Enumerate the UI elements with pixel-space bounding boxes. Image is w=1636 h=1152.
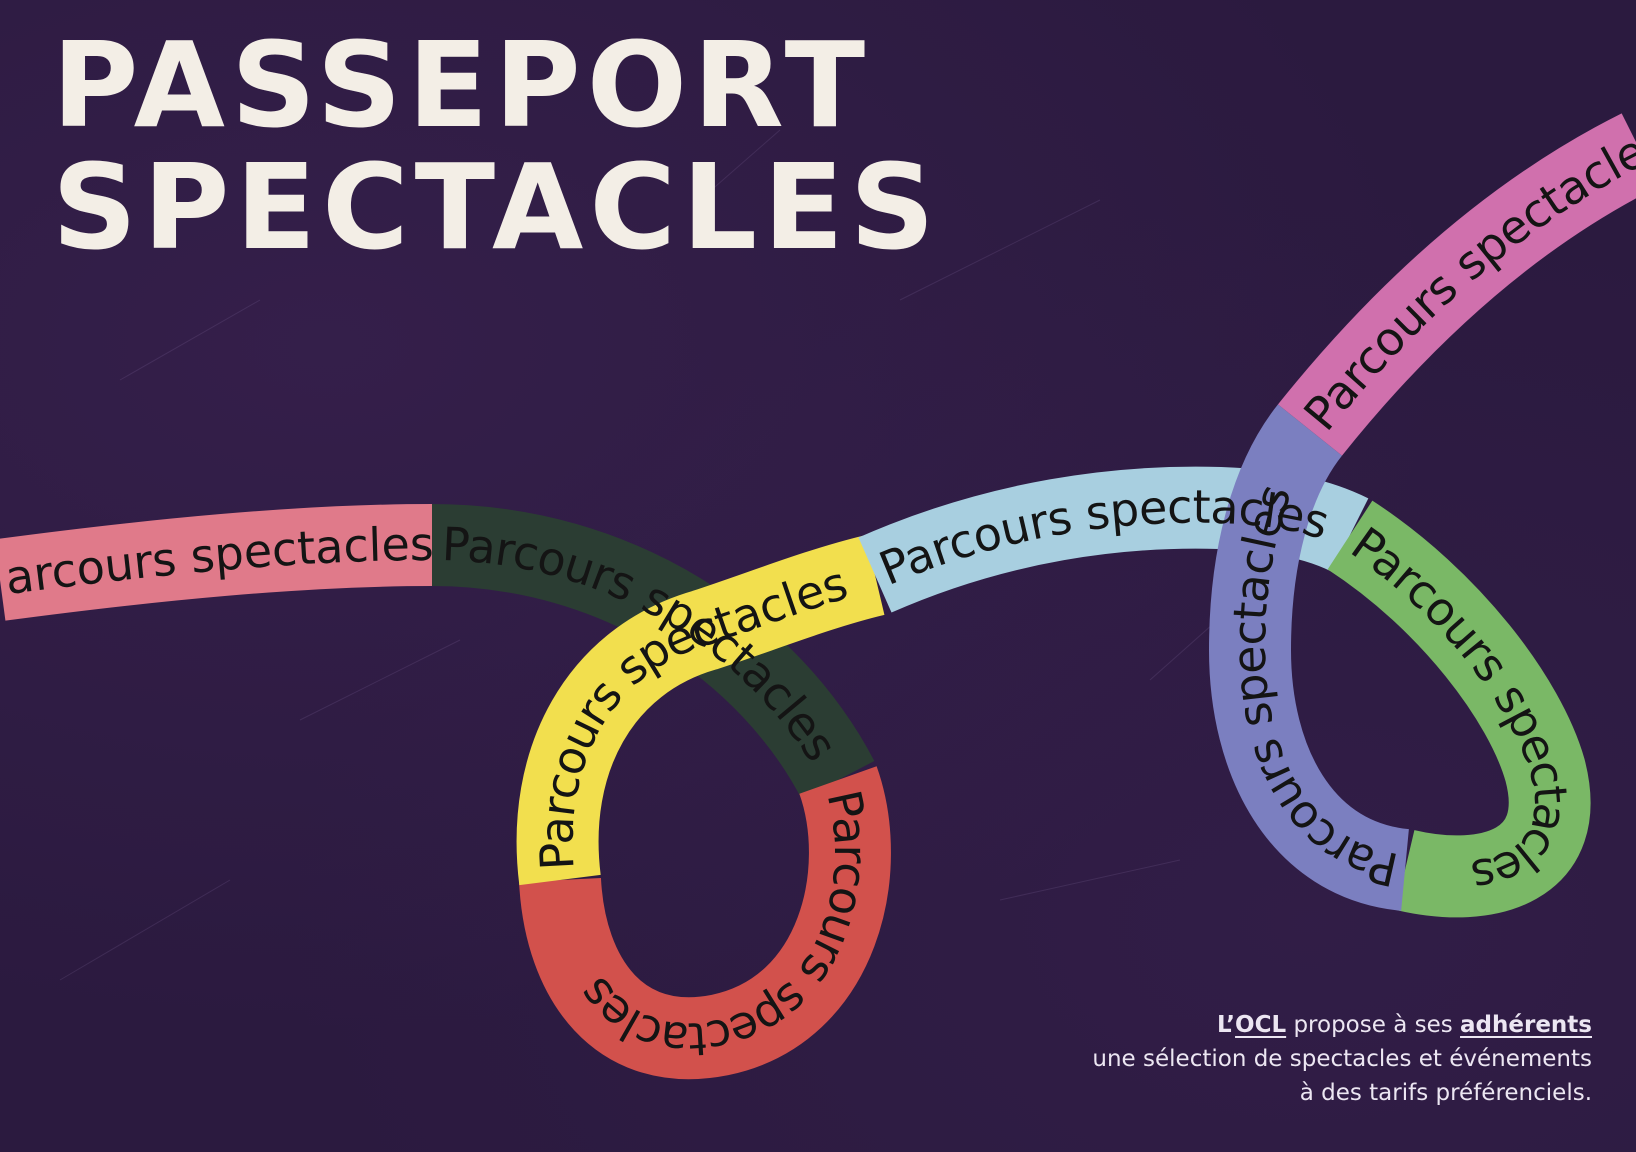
tagline-line-3: à des tarifs préférenciels. xyxy=(1299,1080,1592,1106)
title-line-1: PASSEPORT xyxy=(52,16,872,154)
page-title: PASSEPORT SPECTACLES xyxy=(52,24,941,268)
tagline-line-2: une sélection de spectacles et événement… xyxy=(1092,1046,1592,1072)
ribbon-label-magenta: Parcours spectacles xyxy=(0,0,1636,440)
tagline: L’OCL propose à ses adhérents une sélect… xyxy=(972,1008,1592,1110)
adherents-link[interactable]: adhérents xyxy=(1460,1012,1592,1038)
tagline-line-1: L’OCL propose à ses adhérents xyxy=(1217,1012,1592,1038)
tagline-prefix: L’ xyxy=(1216,1012,1236,1038)
ocl-link[interactable]: OCL xyxy=(1235,1012,1287,1038)
ribbon-label-red: Parcours spectacles xyxy=(567,785,878,1067)
tagline-middle: propose à ses xyxy=(1286,1012,1461,1038)
title-line-2: SPECTACLES xyxy=(52,138,941,276)
